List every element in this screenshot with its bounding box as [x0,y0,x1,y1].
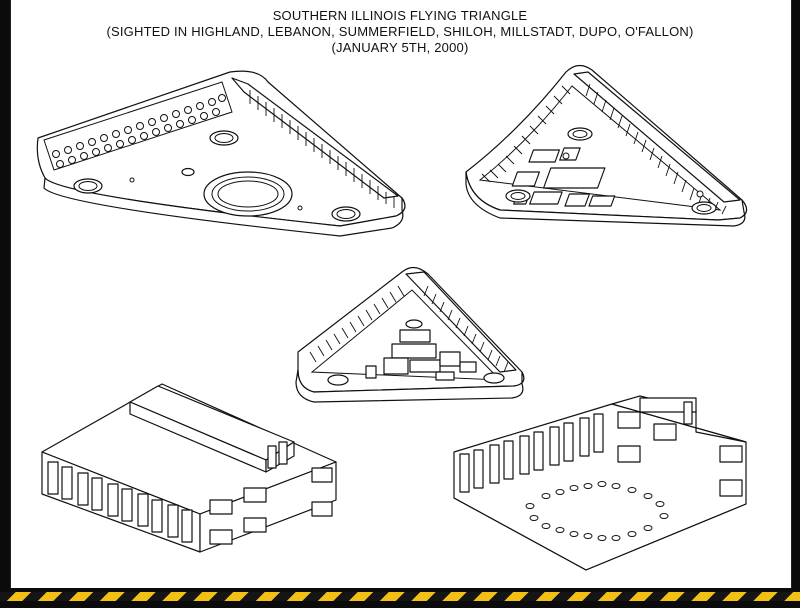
triangle-craft-view-1 [36,70,406,237]
triangle-1-hole-row [52,94,226,168]
title-block: SOUTHERN ILLINOIS FLYING TRIANGLE (SIGHT… [10,8,790,56]
building-left [41,383,337,553]
triangle-3-edge-ribs [309,285,509,373]
hazard-stripe-border [0,588,800,608]
title-line-1: SOUTHERN ILLINOIS FLYING TRIANGLE [272,8,528,23]
building-left-windows-front [47,461,193,543]
building-right [453,395,747,571]
triangle-craft-view-3 [295,266,525,403]
building-right-windows-side [617,401,743,497]
title-line-3: (JANUARY 5TH, 2000) [331,40,469,55]
building-right-light-pattern [525,481,669,541]
building-left-windows-side [209,467,333,545]
triangle-craft-view-2 [465,64,748,227]
title-line-2: (SIGHTED IN HIGHLAND, LEBANON, SUMMERFIE… [106,24,694,39]
building-right-windows-front [459,413,604,493]
triangle-1-edge-ribs [249,90,395,208]
hazard-stripes [0,592,800,601]
